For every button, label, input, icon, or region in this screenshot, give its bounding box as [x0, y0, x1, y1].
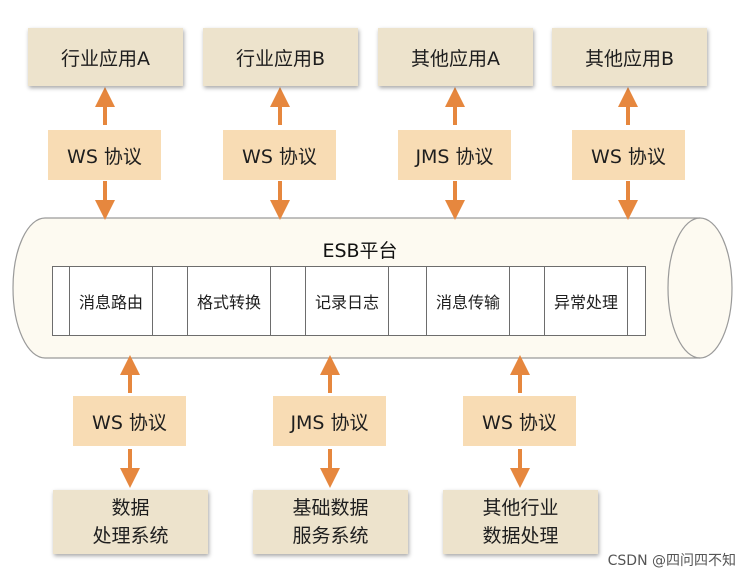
module-label: 异常处理	[553, 293, 618, 312]
protocol-label: WS 协议	[92, 411, 167, 434]
system-label-line1: 其他行业	[482, 497, 559, 519]
app-box-industry-a: 行业应用A	[28, 28, 183, 86]
bottom-arrows	[120, 355, 530, 488]
protocol-box: JMS 协议	[398, 130, 511, 180]
module-format-conversion: 格式转换	[187, 267, 271, 335]
system-label-line1: 基础数据	[292, 497, 369, 519]
module-label: 消息路由	[78, 293, 143, 312]
esb-module-strip: 消息路由 格式转换 记录日志 消息传输 异常处理	[52, 266, 646, 336]
protocol-box: WS 协议	[572, 130, 685, 180]
module-message-routing: 消息路由	[69, 267, 153, 335]
esb-title: ESB平台	[322, 240, 398, 262]
protocol-label: WS 协议	[482, 411, 557, 434]
app-label: 行业应用B	[235, 47, 326, 70]
module-label: 消息传输	[435, 293, 500, 312]
top-arrows	[95, 87, 638, 220]
protocol-box: WS 协议	[48, 130, 161, 180]
protocol-label: WS 协议	[242, 145, 317, 168]
app-box-other-b: 其他应用B	[552, 28, 707, 86]
protocol-box: WS 协议	[463, 396, 576, 446]
module-label: 格式转换	[196, 293, 261, 312]
protocol-box: JMS 协议	[273, 396, 386, 446]
system-label-line2: 服务系统	[292, 525, 369, 547]
watermark: CSDN @四问四不知	[607, 553, 736, 569]
app-box-other-a: 其他应用A	[378, 28, 533, 86]
system-box-other-industry: 其他行业 数据处理	[443, 490, 598, 554]
system-label-line2: 数据处理	[482, 525, 559, 547]
system-label-line2: 处理系统	[92, 525, 169, 547]
protocol-box: WS 协议	[223, 130, 336, 180]
module-message-transport: 消息传输	[426, 267, 510, 335]
system-box-basic-data-service: 基础数据 服务系统	[253, 490, 408, 554]
app-label: 其他应用A	[411, 47, 500, 70]
module-logging: 记录日志	[305, 267, 389, 335]
protocol-label: WS 协议	[591, 145, 666, 168]
system-box-data-processing: 数据 处理系统	[53, 490, 208, 554]
protocol-box: WS 协议	[73, 396, 186, 446]
app-box-industry-b: 行业应用B	[203, 28, 358, 86]
system-label-line1: 数据	[111, 497, 150, 519]
module-label: 记录日志	[314, 293, 379, 312]
app-label: 其他应用B	[584, 47, 675, 70]
protocol-label: JMS 协议	[415, 145, 494, 168]
protocol-label: JMS 协议	[290, 411, 369, 434]
protocol-label: WS 协议	[67, 145, 142, 168]
module-exception-handling: 异常处理	[544, 267, 628, 335]
app-label: 行业应用A	[61, 47, 150, 70]
